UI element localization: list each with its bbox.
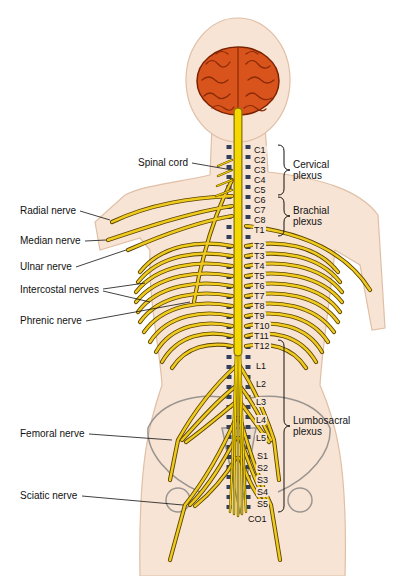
- vertebra-level: T9: [253, 311, 266, 321]
- vertebra-level: L3: [255, 397, 267, 407]
- structure-label: Median nerve: [20, 235, 81, 247]
- vertebra-level: T8: [253, 301, 266, 311]
- structure-label: Intercostal nerves: [20, 284, 99, 296]
- vertebra-level: C1: [253, 145, 267, 155]
- vertebra-level: T11: [253, 331, 270, 341]
- vertebra-level: L4: [255, 415, 267, 425]
- vertebra-level: C5: [253, 185, 267, 195]
- vertebra-level: S3: [256, 475, 269, 485]
- vertebra-level: S5: [256, 499, 269, 509]
- vertebra-level: S4: [256, 487, 269, 497]
- vertebra-level: T2: [253, 241, 266, 251]
- vertebra-level: T5: [253, 271, 266, 281]
- plexus-label: Lumbosacral plexus: [293, 415, 355, 437]
- structure-label: Phrenic nerve: [20, 315, 82, 327]
- vertebra-level: L5: [255, 433, 267, 443]
- vertebra-level: C8: [253, 215, 267, 225]
- leader-lines: [76, 163, 232, 505]
- brain: [197, 47, 279, 115]
- plexus-braces: [278, 145, 290, 512]
- vertebra-level: T7: [253, 291, 266, 301]
- vertebra-level: S1: [256, 451, 269, 461]
- vertebra-level: T3: [253, 251, 266, 261]
- vertebra-level: T6: [253, 281, 266, 291]
- vertebra-level: L2: [255, 379, 267, 389]
- vertebra-level: S2: [256, 463, 269, 473]
- vertebra-level: L1: [255, 361, 267, 371]
- vertebra-level: C3: [253, 165, 267, 175]
- spinal-cord: [235, 112, 242, 352]
- plexus-label: Brachial plexus: [293, 205, 355, 227]
- brain-gyri: [202, 48, 274, 114]
- vertebra-level: C6: [253, 195, 267, 205]
- vertebra-level: CO1: [247, 514, 268, 524]
- vertebra-level: C2: [253, 155, 267, 165]
- plexus-label: Cervical plexus: [293, 159, 355, 181]
- vertebra-level: C4: [253, 175, 267, 185]
- structure-label: Femoral nerve: [20, 428, 84, 440]
- vertebra-level: T10: [253, 321, 271, 331]
- vertebra-level: T12: [253, 341, 271, 351]
- structure-label: Spinal cord: [138, 157, 188, 169]
- vertebra-level: T1: [253, 225, 266, 235]
- structure-label: Sciatic nerve: [20, 490, 77, 502]
- spinal-cord-outline: [234, 112, 243, 352]
- structure-label: Radial nerve: [20, 205, 76, 217]
- vertebra-level: T4: [253, 261, 266, 271]
- vertebra-level: C7: [253, 205, 267, 215]
- structure-label: Ulnar nerve: [20, 261, 72, 273]
